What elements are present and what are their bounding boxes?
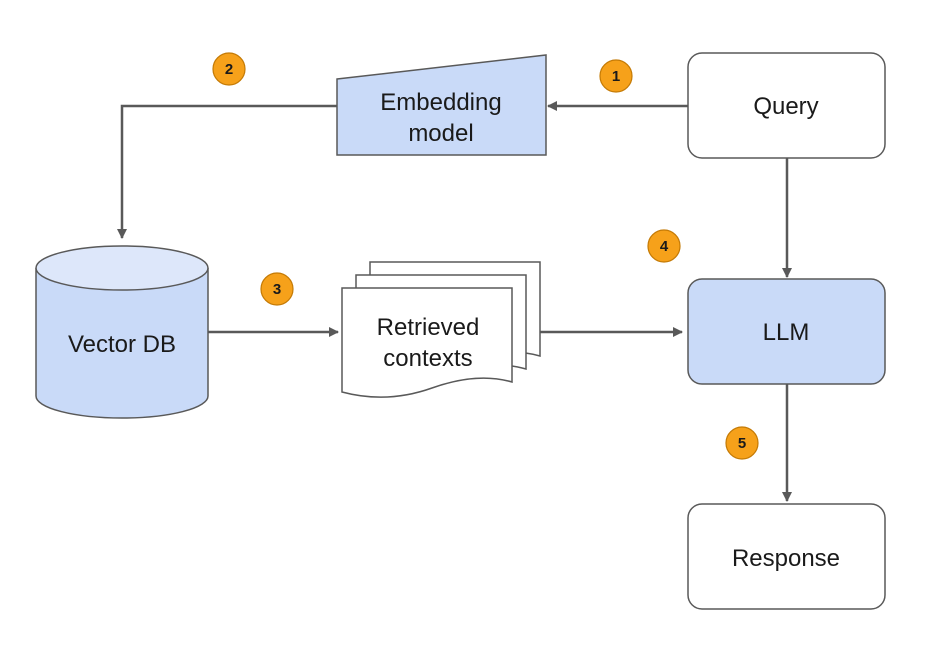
embedding-model-node: Embedding model bbox=[336, 54, 547, 156]
contexts-label-line1: Retrieved bbox=[377, 314, 480, 341]
step-number-4: 4 bbox=[660, 238, 669, 255]
step-number-1: 1 bbox=[612, 68, 620, 85]
arrow-embedding-to-vectordb bbox=[117, 104, 337, 239]
contexts-label-line2: contexts bbox=[383, 345, 472, 372]
vector-db-node: Vector DB bbox=[35, 245, 209, 419]
query-node: Query bbox=[687, 52, 886, 159]
embedding-label-line1: Embedding bbox=[380, 89, 501, 116]
query-label: Query bbox=[753, 93, 818, 120]
step-badge-1: 1 bbox=[599, 59, 633, 93]
step-number-2: 2 bbox=[225, 61, 233, 78]
connectors bbox=[117, 101, 792, 502]
llm-node: LLM bbox=[687, 278, 886, 385]
llm-label: LLM bbox=[763, 319, 810, 346]
response-label: Response bbox=[732, 545, 840, 572]
step-badge-3: 3 bbox=[260, 272, 294, 306]
retrieved-contexts-node: Retrieved contexts bbox=[341, 261, 541, 398]
step-badge-5: 5 bbox=[725, 426, 759, 460]
step-number-5: 5 bbox=[738, 435, 746, 452]
vector-db-label: Vector DB bbox=[68, 331, 176, 358]
embedding-label-line2: model bbox=[408, 120, 473, 147]
step-badge-2: 2 bbox=[212, 52, 246, 86]
document-front bbox=[341, 287, 513, 398]
step-badge-4: 4 bbox=[647, 229, 681, 263]
response-node: Response bbox=[687, 503, 886, 610]
step-number-3: 3 bbox=[273, 281, 281, 298]
